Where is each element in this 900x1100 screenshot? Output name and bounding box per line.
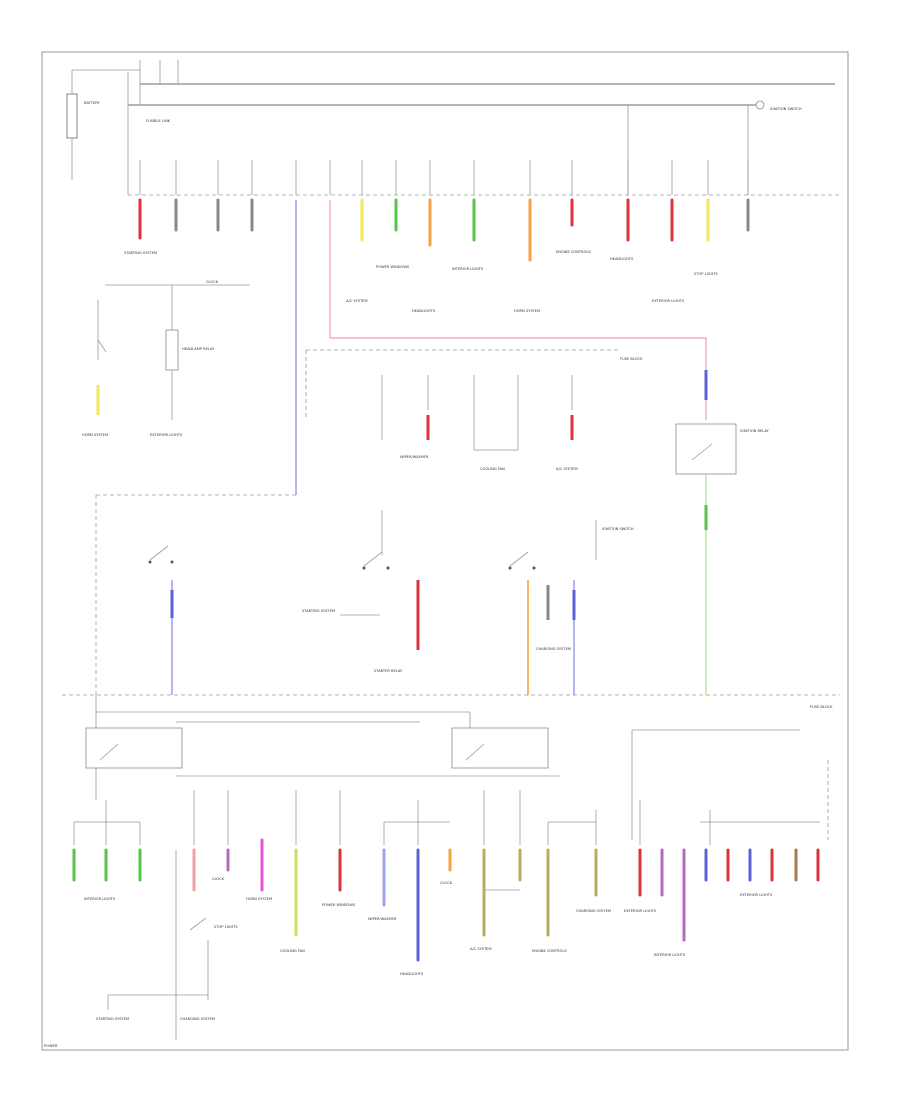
label-clock-low: CLOCK	[212, 877, 225, 881]
headlamp-relay-box	[165, 329, 179, 371]
sub-fuse-block: FUSE BLOCK WIPER/WASHER COOLING FAN A/C …	[305, 349, 643, 471]
label-exterior-lights-low-2: EXTERIOR LIGHTS	[740, 893, 773, 897]
label-starting-mid: STARTING SYSTEM	[302, 609, 335, 613]
upper-wires	[138, 198, 750, 262]
label-power-windows-low: POWER WINDOWS	[322, 903, 356, 907]
label-horn-top: HORN SYSTEM	[514, 309, 540, 313]
ignition-relay-label: IGNITION RELAY	[740, 429, 770, 433]
label-interior-lights-low-2: INTERIOR LIGHTS	[654, 953, 686, 957]
label-power-windows-top: POWER WINDOWS	[376, 265, 410, 269]
label-clock-low-2: CLOCK	[440, 881, 453, 885]
label-starting-system: STARTING SYSTEM	[124, 251, 157, 255]
sub-block-label: FUSE BLOCK	[620, 357, 643, 361]
page-tag: POWER	[44, 1044, 58, 1048]
relay-box-right	[451, 727, 549, 769]
label-ac-mid: A/C SYSTEM	[556, 467, 578, 471]
lower-fuse-stubs	[73, 790, 820, 845]
label-exterior-lights-left: EXTERIOR LIGHTS	[150, 433, 183, 437]
upper-fuse-row	[139, 160, 749, 195]
battery-label: BATTERY	[84, 101, 101, 105]
label-stop-lights-top: STOP LIGHTS	[694, 272, 718, 276]
fusible-link-label: FUSIBLE LINK	[146, 119, 171, 123]
ignition-switch-label-mid: IGNITION SWITCH	[602, 527, 634, 531]
label-engine-controls-low: ENGINE CONTROLS	[532, 949, 567, 953]
headlamp-relay-label: HEADLAMP RELAY	[182, 347, 215, 351]
label-headlights-low: HEADLIGHTS	[400, 972, 424, 976]
label-horn-low: HORN SYSTEM	[246, 897, 272, 901]
label-charging-mid: CHARGING SYSTEM	[536, 647, 571, 651]
label-clock-top: CLOCK	[206, 280, 219, 284]
label-ac-low: A/C SYSTEM	[470, 947, 492, 951]
label-exterior-lights-low: EXTERIOR LIGHTS	[624, 909, 657, 913]
label-charging-low: CHARGING SYSTEM	[576, 909, 611, 913]
label-wipers-low: WIPER/WASHER	[368, 917, 397, 921]
label-charging-low-2: CHARGING SYSTEM	[180, 1017, 215, 1021]
label-starting-low: STARTING SYSTEM	[96, 1017, 129, 1021]
label-interior-lights-low: INTERIOR LIGHTS	[84, 897, 116, 901]
label-starter-relay: STARTER RELAY	[374, 669, 403, 673]
lower-wires	[72, 838, 820, 962]
lower-block-label: FUSE BLOCK	[810, 705, 833, 709]
label-interior-lights-top: INTERIOR LIGHTS	[452, 267, 484, 271]
label-engine-controls-top: ENGINE CONTROLS	[556, 250, 591, 254]
label-ac-top: A/C SYSTEM	[346, 299, 368, 303]
label-headlights-top: HEADLIGHTS	[412, 309, 436, 313]
switch-right: CHARGING SYSTEM	[508, 551, 576, 695]
label-wipers: WIPER/WASHER	[400, 455, 429, 459]
label-stop-lights-low: STOP LIGHTS	[214, 925, 238, 929]
ignition-switch-label-top: IGNITION SWITCH	[770, 107, 802, 111]
label-headlights-top-2: HEADLIGHTS	[610, 257, 634, 261]
label-horn-left: HORN SYSTEM	[82, 433, 108, 437]
label-cooling-fan: COOLING FAN	[480, 467, 505, 471]
label-exterior-lights-top: EXTERIOR LIGHTS	[652, 299, 685, 303]
battery: BATTERY	[66, 69, 140, 180]
switch-left	[148, 545, 174, 695]
relay-box-left	[85, 727, 183, 769]
label-cooling-fan-low: COOLING FAN	[280, 949, 305, 953]
diagram-frame	[41, 51, 849, 1051]
switch-center: STARTING SYSTEM STARTER RELAY	[302, 510, 420, 673]
